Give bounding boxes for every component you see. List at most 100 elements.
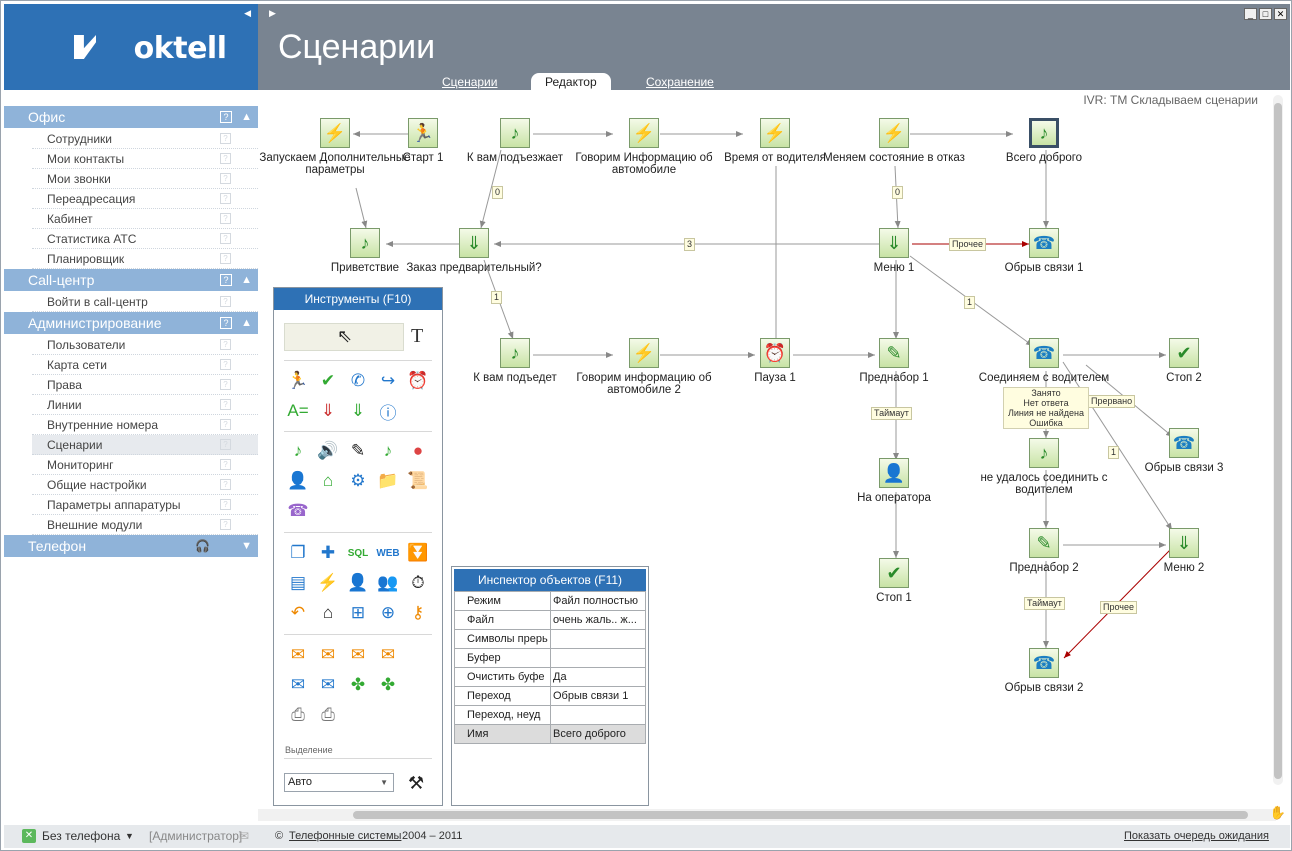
sidebar-item[interactable]: Войти в call-центр?: [32, 292, 258, 312]
scenario-node[interactable]: ♪: [500, 338, 530, 368]
sidebar-item[interactable]: Сотрудники?: [32, 129, 258, 149]
pencil-icon[interactable]: ✎: [350, 441, 366, 460]
form-icon[interactable]: ▤: [289, 573, 307, 592]
sidebar-item[interactable]: Мои контакты?: [32, 149, 258, 169]
scenario-node[interactable]: ☎: [1169, 428, 1199, 458]
property-value[interactable]: Всего доброго: [550, 724, 646, 744]
property-value[interactable]: [550, 629, 646, 649]
phone-status[interactable]: Без телефона: [42, 829, 121, 843]
sidebar-item[interactable]: Статистика АТС?: [32, 229, 258, 249]
sidebar-item[interactable]: Линии?: [32, 395, 258, 415]
scenario-node[interactable]: ⚡: [629, 338, 659, 368]
wrench-icon[interactable]: ⚒: [408, 773, 425, 793]
help-icon[interactable]: ?: [220, 499, 231, 510]
folder-icon[interactable]: 📁: [377, 471, 399, 490]
scenario-node[interactable]: ⇓: [879, 228, 909, 258]
sidebar-item[interactable]: Карта сети?: [32, 355, 258, 375]
help-icon[interactable]: ?: [220, 253, 231, 264]
sidebar-item[interactable]: Внутренние номера?: [32, 415, 258, 435]
mail-settings-icon[interactable]: ✉: [320, 645, 336, 664]
scenario-node[interactable]: 🏃: [408, 118, 438, 148]
tab-save[interactable]: Сохранение: [646, 75, 714, 89]
mail-send-icon[interactable]: ✉: [290, 675, 306, 694]
inspector-row[interactable]: Буфер: [454, 648, 646, 668]
mail-help-icon[interactable]: ✉: [380, 645, 396, 664]
key-icon[interactable]: ⚷: [411, 603, 425, 622]
maximize-button[interactable]: □: [1259, 8, 1272, 20]
minimize-button[interactable]: _: [1244, 8, 1257, 20]
sidebar-item[interactable]: Переадресация?: [32, 189, 258, 209]
copy-icon[interactable]: ❐: [290, 543, 306, 562]
switch-icon[interactable]: ⇓: [350, 401, 366, 420]
show-queue-link[interactable]: Показать очередь ожидания: [1124, 830, 1269, 842]
headset-icon[interactable]: 🎧: [195, 539, 210, 553]
help-icon[interactable]: ?: [220, 439, 231, 450]
gear-icon[interactable]: ⚙: [350, 471, 366, 490]
scenario-node[interactable]: ⇓: [1169, 528, 1199, 558]
sidebar-item[interactable]: Общие настройки?: [32, 475, 258, 495]
transfer-icon[interactable]: ↪: [380, 371, 396, 390]
sidebar-item[interactable]: Мониторинг?: [32, 455, 258, 475]
property-value[interactable]: [550, 648, 646, 668]
plus-icon[interactable]: ✚: [320, 543, 336, 562]
property-value[interactable]: Файл полностью: [550, 591, 646, 611]
check-icon[interactable]: ✔: [320, 371, 336, 390]
clover-gear-icon[interactable]: ✤: [380, 675, 396, 694]
scenario-node[interactable]: ☎: [1029, 338, 1059, 368]
mail-gear-icon[interactable]: ✉: [320, 675, 336, 694]
operator-icon[interactable]: 👤: [287, 471, 309, 490]
sidebar-section[interactable]: Call-центр?▲: [4, 269, 258, 291]
mail-dollar-icon[interactable]: ✉: [350, 645, 366, 664]
music-note-icon[interactable]: ♪: [293, 441, 303, 460]
help-icon[interactable]: ?: [220, 296, 231, 307]
help-icon[interactable]: ?: [220, 173, 231, 184]
sidebar-item[interactable]: Планировщик?: [32, 249, 258, 269]
expand-icon[interactable]: ▼: [241, 540, 252, 552]
sidebar-item[interactable]: Мои звонки?: [32, 169, 258, 189]
help-icon[interactable]: ?: [220, 359, 231, 370]
mail-icon[interactable]: ✉: [290, 645, 306, 664]
collapse-sidebar-icon[interactable]: ◀: [244, 8, 251, 18]
scenario-node[interactable]: ✔: [1169, 338, 1199, 368]
help-icon[interactable]: ?: [220, 133, 231, 144]
predial-icon[interactable]: ♪: [383, 441, 393, 460]
scenario-node[interactable]: 👤: [879, 458, 909, 488]
scenario-node[interactable]: ✔: [879, 558, 909, 588]
sidebar-item[interactable]: Сценарии?: [32, 435, 258, 455]
text-tool-icon[interactable]: T: [411, 325, 424, 347]
help-icon[interactable]: ?: [220, 519, 231, 530]
scroll-thumb[interactable]: [1274, 103, 1282, 779]
scenario-node[interactable]: ☎: [1029, 648, 1059, 678]
help-icon[interactable]: ?: [220, 379, 231, 390]
property-value[interactable]: [550, 705, 646, 725]
scenario-node[interactable]: ♪: [500, 118, 530, 148]
collapse-icon[interactable]: ▲: [241, 111, 252, 123]
help-icon[interactable]: ?: [220, 233, 231, 244]
scenario-canvas[interactable]: IVR: ТМ Складываем сценарии: [258, 90, 1288, 824]
sidebar-item[interactable]: Кабинет?: [32, 209, 258, 229]
switch-red-icon[interactable]: ⇓: [320, 401, 336, 420]
inspector-row[interactable]: Символы прерь: [454, 629, 646, 649]
scenario-node[interactable]: ⚡: [879, 118, 909, 148]
start-icon[interactable]: 🏃: [287, 371, 309, 390]
help-icon[interactable]: ?: [220, 153, 231, 164]
sidebar-section[interactable]: Администрирование?▲: [4, 312, 258, 334]
scenario-node[interactable]: ⚡: [629, 118, 659, 148]
sidebar-section[interactable]: Телефон🎧▼: [4, 535, 258, 557]
speaker-icon[interactable]: 🔊: [317, 441, 339, 460]
scenario-node[interactable]: ♪: [350, 228, 380, 258]
horizontal-scrollbar[interactable]: [258, 809, 1276, 821]
scenario-node[interactable]: ✎: [1029, 528, 1059, 558]
help-icon[interactable]: ?: [220, 193, 231, 204]
tab-scenarios[interactable]: Сценарии: [442, 75, 498, 89]
lightning-icon[interactable]: ⚡: [317, 573, 339, 592]
phone-icon[interactable]: ✆: [350, 371, 366, 390]
add-item-icon[interactable]: ⊞: [350, 603, 366, 622]
home-folder-icon[interactable]: ⌂: [322, 603, 334, 622]
expand-icon[interactable]: ▶: [269, 8, 276, 18]
collapse-icon[interactable]: ▲: [241, 274, 252, 286]
